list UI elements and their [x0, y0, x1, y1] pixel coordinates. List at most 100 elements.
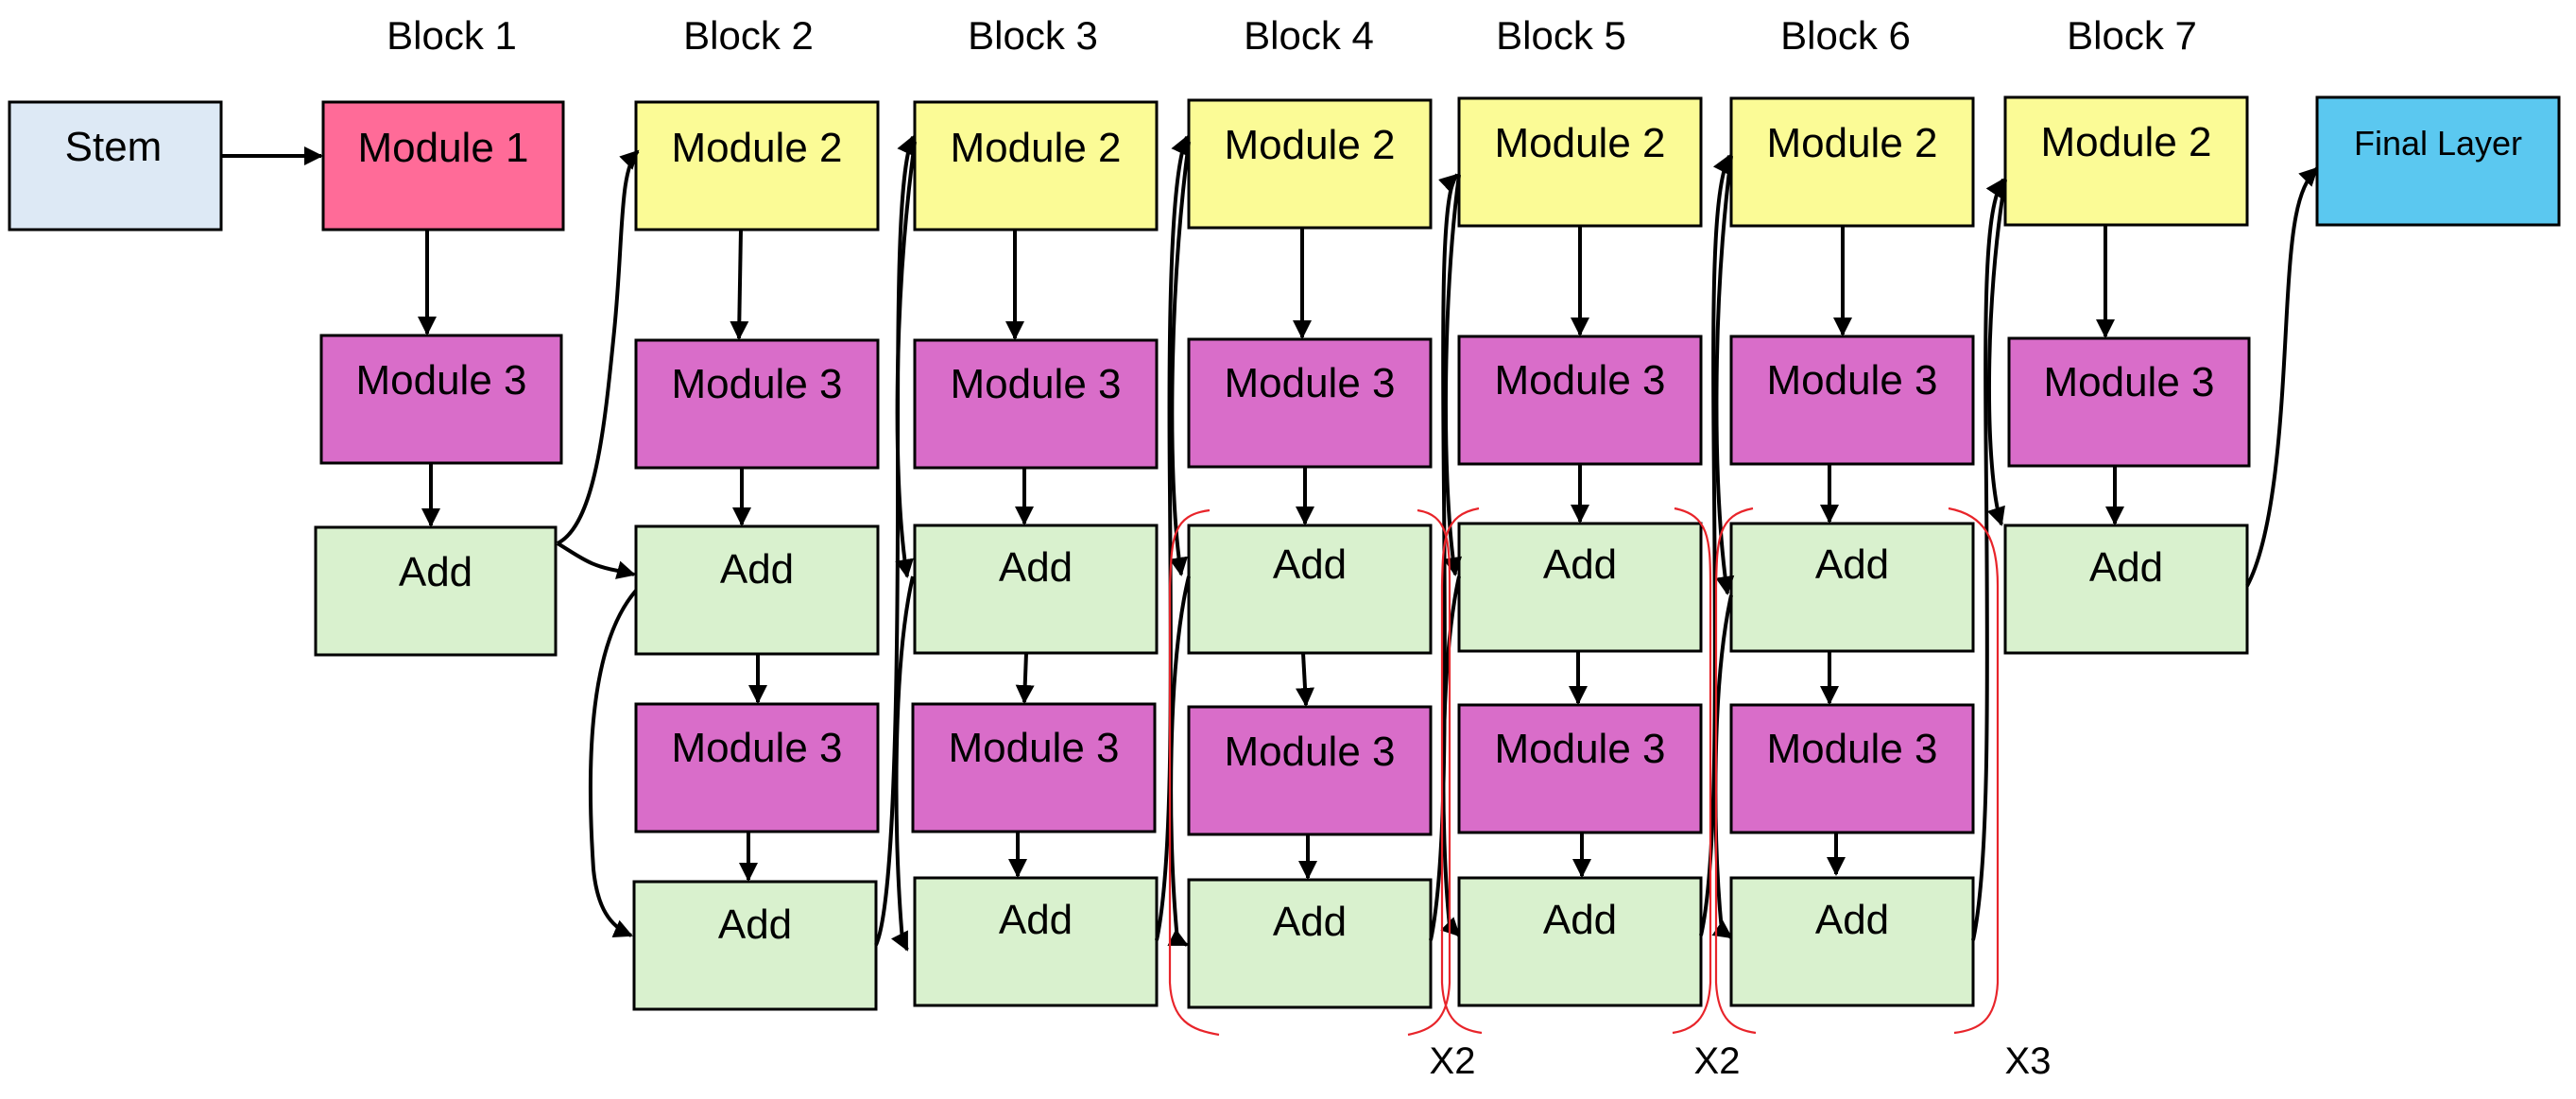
- module-3-box: [1187, 705, 1433, 836]
- block-2: Module 2 Module 3 Add Module 3 Add: [632, 100, 880, 1011]
- node-label: Module 2: [1224, 122, 1395, 168]
- node-label: Module 2: [1494, 120, 1665, 166]
- arrow: [1440, 575, 1461, 937]
- node-label: Add: [1543, 897, 1617, 943]
- arrow: [557, 149, 640, 545]
- final-layer-node: Final Layer: [2315, 95, 2561, 227]
- node-label: Module 3: [1494, 357, 1665, 404]
- add-box: [1729, 522, 1975, 653]
- node-label: Module 3: [2043, 359, 2214, 405]
- block-6: Module 2 Module 3 Add Module 3 Add: [1729, 96, 1975, 1007]
- repeat-label: X3: [2005, 1040, 2052, 1082]
- node-label: Module 3: [1766, 357, 1937, 404]
- add-box: [913, 524, 1159, 655]
- bracket: [1714, 507, 1757, 1035]
- module-3-box: [319, 334, 563, 465]
- stem-label: Stem: [65, 124, 163, 170]
- node-label: Add: [1815, 541, 1889, 588]
- vertical-arrows: [418, 225, 2124, 882]
- module-2-box: [1187, 98, 1433, 230]
- block-7: Module 2 Module 3 Add: [2003, 95, 2251, 655]
- module-3-box: [634, 338, 880, 470]
- block-title: Block 5: [1496, 13, 1626, 58]
- final-layer-label: Final Layer: [2354, 124, 2522, 163]
- arrow: [1015, 652, 1035, 704]
- arrow: [1711, 594, 1733, 939]
- block-titles: Block 1 Block 2 Block 3 Block 4 Block 5 …: [386, 13, 2197, 58]
- add-box: [913, 876, 1159, 1007]
- arrow: [1443, 174, 1463, 576]
- node-label: Module 3: [1224, 729, 1395, 775]
- node-label: Add: [1273, 541, 1347, 588]
- add-box: [1457, 876, 1703, 1007]
- arrow: [895, 141, 917, 578]
- module-3-box: [1729, 335, 1975, 466]
- arrow: [556, 541, 636, 579]
- block-title: Block 3: [968, 13, 1098, 58]
- add-box: [1187, 524, 1433, 655]
- node-label: Module 1: [357, 125, 528, 171]
- repeat-brackets: [1168, 507, 2000, 1037]
- node-label: Module 2: [671, 125, 842, 171]
- node-label: Add: [399, 549, 472, 595]
- node-label: Add: [720, 546, 794, 592]
- module-3-box: [2007, 336, 2251, 468]
- node-label: Module 2: [1766, 120, 1937, 166]
- connection-arrows: [221, 135, 2319, 952]
- arrow: [1714, 155, 1735, 595]
- arrow: [874, 135, 915, 946]
- node-label: Add: [1543, 541, 1617, 588]
- node-label: Add: [718, 902, 792, 948]
- node-label: Add: [999, 897, 1073, 943]
- node-label: Module 3: [1766, 726, 1937, 772]
- bracket: [1168, 508, 1220, 1037]
- block-title: Block 1: [386, 13, 517, 58]
- node-label: Add: [2089, 544, 2163, 591]
- module-3-box: [634, 702, 880, 833]
- stem-node: Stem: [8, 100, 223, 232]
- node-label: Module 3: [671, 361, 842, 407]
- bracket: [1440, 507, 1483, 1035]
- block-1: Module 1 Module 3 Add: [314, 100, 565, 657]
- add-box: [1457, 522, 1703, 653]
- module-2-box: [913, 100, 1159, 232]
- module-3-box: [1187, 337, 1433, 469]
- block-5: Module 2 Module 3 Add Module 3 Add: [1457, 96, 1703, 1007]
- block-3: Module 2 Module 3 Add Module 3 Add: [911, 100, 1159, 1007]
- node-label: Module 3: [948, 725, 1119, 771]
- node-label: Add: [1273, 899, 1347, 945]
- stem-box: [8, 100, 223, 232]
- node-label: Module 3: [1224, 360, 1395, 406]
- arrow: [2245, 166, 2319, 587]
- add-box: [314, 525, 558, 657]
- arrow: [1429, 173, 1459, 941]
- add-box: [1187, 878, 1433, 1009]
- module-2-box: [634, 100, 880, 232]
- arrow: [1169, 141, 1191, 576]
- block-title: Block 2: [683, 13, 814, 58]
- bracket: [1948, 507, 2000, 1035]
- module-3-box: [1457, 335, 1703, 466]
- arrow: [730, 229, 749, 340]
- node-label: Module 3: [950, 361, 1121, 407]
- arrow: [588, 589, 638, 937]
- module-3-box: [913, 338, 1159, 470]
- block-title: Block 7: [2067, 13, 2197, 58]
- node-label: Module 3: [355, 357, 526, 404]
- module-2-box: [2003, 95, 2249, 227]
- arrow: [1155, 135, 1189, 941]
- add-box: [1729, 876, 1975, 1007]
- add-box: [2003, 524, 2249, 655]
- module-3-box: [911, 702, 1157, 833]
- block-title: Block 4: [1244, 13, 1374, 58]
- repeat-label: X2: [1430, 1040, 1476, 1082]
- arrow: [1167, 575, 1191, 947]
- arrow: [1296, 652, 1315, 707]
- node-label: Module 2: [2040, 119, 2211, 165]
- node-label: Module 3: [671, 725, 842, 771]
- module-3-box: [1729, 703, 1975, 834]
- arrow: [891, 575, 915, 952]
- block-title: Block 6: [1780, 13, 1911, 58]
- bracket: [1407, 508, 1451, 1037]
